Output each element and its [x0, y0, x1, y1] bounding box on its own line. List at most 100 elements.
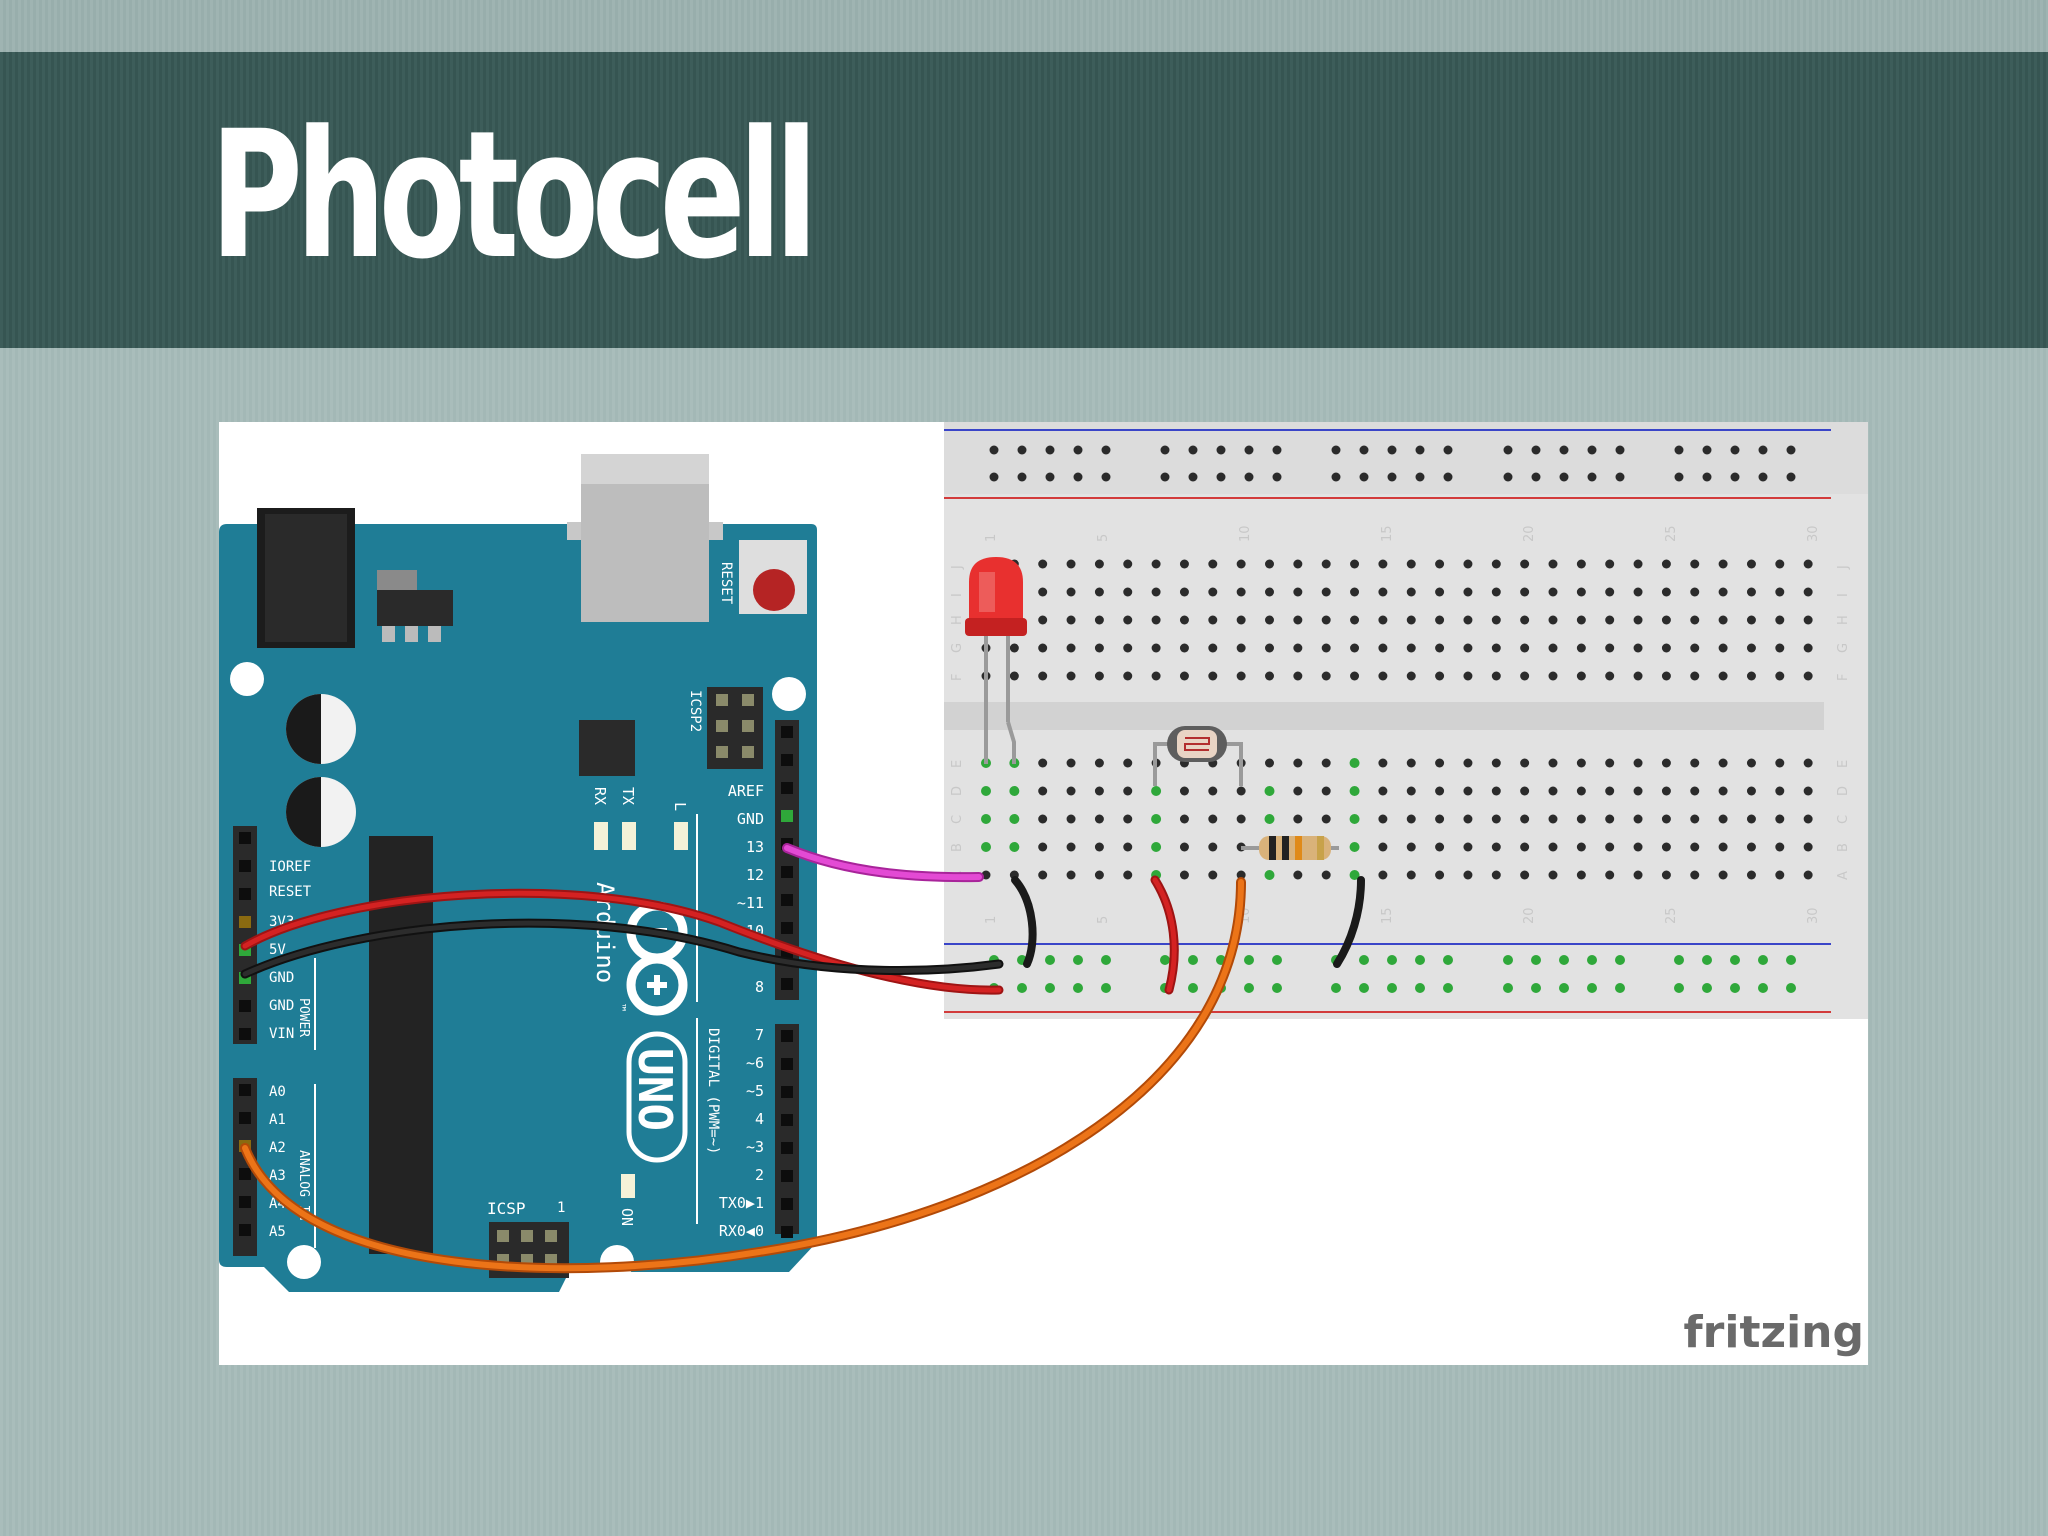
photocell[interactable] — [1153, 726, 1243, 786]
rail-hole — [1101, 445, 1111, 455]
fritzing-watermark: fritzing — [1684, 1307, 1864, 1358]
pin-label-5: ~5 — [746, 1082, 764, 1100]
bb-hole — [1605, 643, 1615, 653]
rail-hole — [1415, 983, 1425, 993]
rail-hole — [1073, 472, 1083, 482]
bb-hole — [1236, 786, 1246, 796]
resistor[interactable] — [1241, 836, 1339, 860]
pin-label-ioref: IOREF — [269, 859, 311, 875]
bb-hole — [1633, 671, 1643, 681]
pin-label-a3: A3 — [269, 1168, 286, 1184]
rail-hole — [1216, 472, 1226, 482]
bb-hole — [1520, 870, 1530, 880]
analog-label: ANALOG IN — [296, 1150, 311, 1220]
col-number: 10 — [1238, 525, 1253, 542]
bb-hole — [1435, 615, 1445, 625]
pin-label-vin: VIN — [269, 1026, 294, 1042]
bb-hole — [1378, 814, 1388, 824]
rail-hole — [1188, 983, 1198, 993]
bb-hole — [1123, 842, 1133, 852]
bb-hole — [1406, 870, 1416, 880]
pin-label-aref: AREF — [728, 782, 764, 800]
header-pin — [781, 754, 793, 766]
bb-hole — [1208, 587, 1218, 597]
bb-hole — [1520, 758, 1530, 768]
bb-hole — [1123, 587, 1133, 597]
bb-hole — [1576, 786, 1586, 796]
red-led[interactable] — [965, 557, 1027, 764]
bb-hole — [1009, 786, 1020, 796]
bb-hole — [1520, 786, 1530, 796]
rail-hole — [1674, 472, 1684, 482]
reset-button-cap[interactable] — [753, 569, 795, 611]
col-number: 15 — [1380, 907, 1395, 924]
pin-label-gnd: GND — [737, 810, 764, 828]
usb-chip — [579, 720, 635, 776]
pin-label-11: ~11 — [737, 894, 764, 912]
header-pin — [239, 1224, 251, 1236]
bb-hole — [1264, 786, 1275, 796]
bb-hole — [1435, 559, 1445, 569]
pin-label-13: 13 — [746, 838, 764, 856]
arduino-uno-board: RESET ICSP2 RX TX L ON AREF GND — [219, 454, 817, 1292]
rail-hole — [1415, 955, 1425, 965]
bb-hole — [1690, 842, 1700, 852]
bb-hole — [1236, 559, 1246, 569]
bb-hole — [1718, 559, 1728, 569]
bb-hole — [1435, 814, 1445, 824]
bb-hole — [1151, 842, 1162, 852]
rail-hole — [1559, 472, 1569, 482]
bb-hole — [1746, 587, 1756, 597]
bb-hole — [1548, 786, 1558, 796]
bb-hole — [1094, 615, 1104, 625]
bb-hole — [1009, 671, 1019, 681]
bb-hole — [1038, 671, 1048, 681]
bb-hole — [1265, 587, 1274, 597]
tx-led — [622, 822, 636, 850]
rail-hole — [1160, 472, 1170, 482]
rail-hole — [1272, 955, 1282, 965]
rail-hole — [1758, 955, 1768, 965]
col-number: 5 — [1096, 916, 1111, 924]
bb-hole — [1746, 842, 1756, 852]
bb-hole — [1208, 814, 1218, 824]
bb-hole — [1321, 671, 1331, 681]
rail-hole — [1443, 472, 1453, 482]
row-letter: E — [1836, 760, 1851, 768]
bb-hole — [1633, 615, 1643, 625]
bb-hole — [1576, 870, 1586, 880]
rail-hole — [1758, 472, 1768, 482]
circuit-svg: 1 5 10 15 20 25 30 1 5 10 15 20 25 30 — [219, 422, 1868, 1358]
bb-hole — [1151, 786, 1162, 796]
bb-hole — [1038, 814, 1048, 824]
uno-label: UNO — [628, 1048, 682, 1131]
row-letter: B — [950, 843, 965, 852]
bb-hole — [1690, 786, 1700, 796]
rail-hole — [1503, 955, 1513, 965]
row-letter: F — [950, 674, 965, 681]
wire-resistor-ground[interactable] — [1333, 876, 1365, 968]
bb-hole — [1378, 643, 1388, 653]
bb-hole — [1123, 758, 1133, 768]
rail-hole — [1730, 955, 1740, 965]
bb-hole — [1179, 786, 1189, 796]
bb-hole — [1293, 671, 1303, 681]
row-letter: C — [1836, 815, 1851, 824]
bb-hole — [1746, 559, 1756, 569]
board-outline — [219, 524, 817, 1292]
rail-hole — [1188, 445, 1198, 455]
bb-hole — [1038, 842, 1048, 852]
bb-hole — [1236, 814, 1246, 824]
wire-led-ground[interactable] — [1011, 876, 1037, 968]
rail-hole — [1702, 445, 1712, 455]
bb-hole — [1350, 615, 1360, 625]
bb-hole — [1321, 814, 1331, 824]
bb-hole — [1406, 671, 1416, 681]
rail-hole — [1615, 955, 1625, 965]
rail-hole — [989, 472, 999, 482]
uno-badge — [626, 1031, 688, 1163]
rail-hole — [1073, 955, 1083, 965]
bb-hole — [1293, 587, 1303, 597]
header-pin — [742, 746, 754, 758]
bb-hole — [1491, 587, 1501, 597]
